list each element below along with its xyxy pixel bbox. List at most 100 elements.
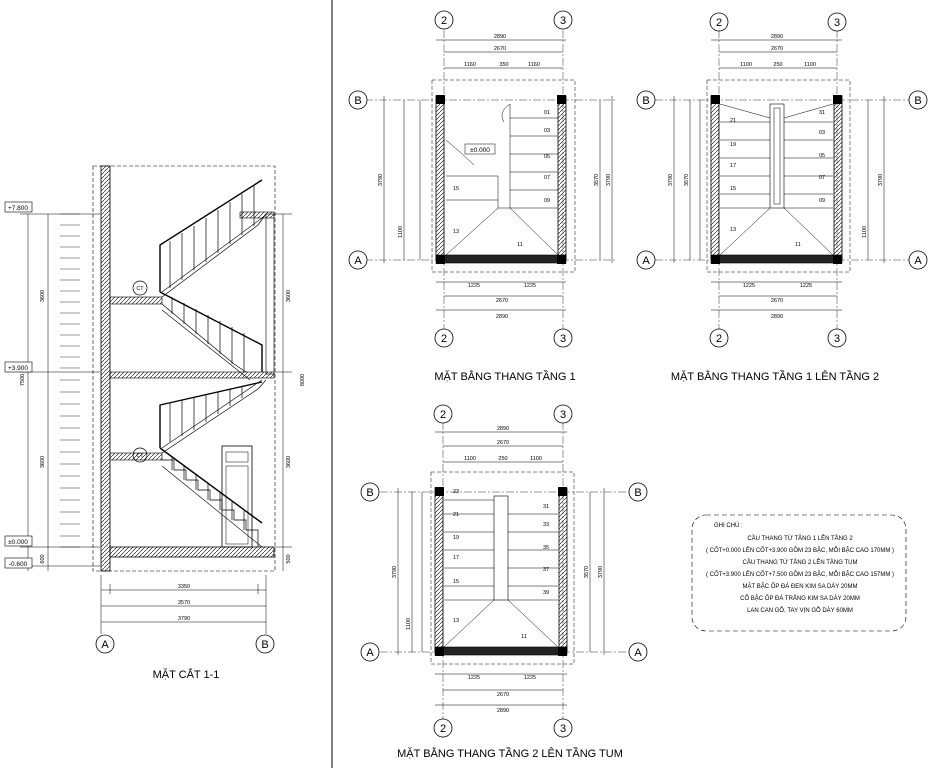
- section-left-wall: [100, 165, 111, 572]
- plan1-axis-A-left: A: [354, 255, 362, 267]
- plan2-step-l5: 13: [730, 227, 736, 233]
- plan-floor-2-to-roof: 23 21 19 17 15 13 31 33 35 37 39 11 2890…: [360, 404, 648, 760]
- plan3-step-r2: 33: [543, 522, 549, 528]
- plan2-dim-top-3: 1100: [740, 62, 752, 68]
- axis-bubble-A-section: [95, 634, 115, 654]
- plan3-step-l6: 13: [453, 618, 459, 624]
- plan1-step-r5: 09: [544, 198, 550, 204]
- plan2-step-r2: 03: [819, 130, 825, 136]
- plan1-dim-bottom-2: 1225: [524, 283, 536, 289]
- plan1-step-l1: 15: [453, 186, 459, 192]
- plan1-axis-3-bottom: 3: [560, 333, 566, 345]
- section-right-wall: [265, 213, 275, 375]
- plan2-dim-bottom-4: 2890: [771, 314, 783, 320]
- plan3-dim-bottom-1: 1225: [468, 675, 480, 681]
- plan2-axis-B-right: B: [914, 95, 921, 107]
- landing-marker-lower: [132, 447, 148, 463]
- plan3-title: MẶT BẰNG THANG TẦNG 2 LÊN TẦNG TUM: [397, 747, 623, 760]
- sec-dim-right-3: 3600: [286, 456, 292, 468]
- plan1-axis-2-top: 2: [441, 15, 447, 27]
- note-line-7: LAN CAN GỖ, TAY VỊN GỖ DÀY 60MM: [747, 607, 853, 614]
- axis-label-B-section: B: [261, 639, 268, 651]
- sec-dim-bottom-3: 3790: [178, 616, 190, 622]
- axis-bubble-B-section: [255, 634, 275, 654]
- landing-1: [109, 452, 163, 461]
- plan2-dim-bottom-3: 2670: [771, 298, 783, 304]
- plan2-dim-side-2: 3570: [684, 174, 690, 186]
- axis-label-A-section: A: [101, 639, 109, 651]
- plan2-axis-2-bottom: 2: [716, 333, 722, 345]
- plan3-step-l4: 17: [453, 555, 459, 561]
- level-3900: +3.900: [8, 365, 28, 372]
- plan2-title: MẶT BẰNG THANG TẦNG 1 LÊN TẦNG 2: [671, 370, 879, 383]
- plan2-axis-A-right: A: [914, 255, 922, 267]
- plan3-dim-bottom-3: 2670: [497, 692, 509, 698]
- plan2-step-r5: 09: [819, 198, 825, 204]
- plan1-axis-A-right: A: [642, 255, 650, 267]
- plan1-step-l2: 13: [453, 229, 459, 235]
- plan3-step-r1: 31: [543, 504, 549, 510]
- plan1-dim-bottom-4: 2890: [496, 314, 508, 320]
- sec-dim-left-3: 3600: [40, 456, 46, 468]
- plan3-step-l3: 19: [453, 535, 459, 541]
- plan1-axis-B-left: B: [354, 95, 361, 107]
- plan2-step-r4: 07: [819, 175, 825, 181]
- plan3-axis-3-top: 3: [560, 409, 566, 421]
- plan3-axis-A-right: A: [634, 647, 642, 659]
- plan3-dim-side-4: 1100: [406, 618, 412, 630]
- sec-dim-bottom-1: 3350: [178, 584, 190, 590]
- handrail-1: [159, 381, 263, 448]
- plan2-axis-3-top: 3: [834, 17, 840, 29]
- plan1-step-r4: 07: [544, 175, 550, 181]
- plan3-step-l2: 21: [453, 512, 459, 518]
- plan1-dim-top-3: 1160: [464, 62, 476, 68]
- level-markers: +7.800 +3.900 ±0.000 -0.600: [4, 201, 33, 569]
- plan-floor-1: ±0.000 01 03 05 07 09 15 13 11 2890 2670…: [348, 10, 656, 383]
- plan1-dim-bottom-1: 1225: [468, 283, 480, 289]
- plan2-dim-top-1: 2890: [771, 34, 783, 40]
- plan2-step-r3: 05: [819, 153, 825, 159]
- landing-2: [109, 296, 163, 305]
- plan1-step-r1: 01: [544, 110, 550, 116]
- plan2-axis-2-top: 2: [716, 17, 722, 29]
- plan3-axis-B-right: B: [634, 487, 641, 499]
- plan2-step-l1: 21: [730, 118, 736, 124]
- plan1-dim-side-3: 3570: [594, 174, 600, 186]
- plan2-dim-bottom-1: 1225: [743, 283, 755, 289]
- plan1-axis-3-top: 3: [560, 15, 566, 27]
- plan2-step-r1: 31: [819, 110, 825, 116]
- plan3-axis-2-top: 2: [440, 409, 446, 421]
- plan3-dim-top-1: 2890: [497, 426, 509, 432]
- sec-dim-bottom-2: 3570: [178, 600, 190, 606]
- plan3-dim-bottom-4: 2890: [497, 708, 509, 714]
- plan2-dim-top-2: 2670: [771, 46, 783, 52]
- plan1-dim-top-1: 2890: [494, 34, 506, 40]
- handrail-2: [159, 447, 263, 524]
- plan3-dim-top-3: 1100: [464, 456, 476, 462]
- plan1-dim-top-4: 350: [499, 62, 508, 68]
- plan1-dim-side-1: 3790: [378, 174, 384, 186]
- plan3-axis-3-bottom: 3: [560, 723, 566, 735]
- plan3-dim-top-5: 1100: [530, 456, 542, 462]
- plan3-step-l1: 23: [453, 489, 459, 495]
- plan2-step-l4: 15: [730, 186, 736, 192]
- door: [221, 445, 253, 548]
- note-line-2: ( CỐT+0.000 LÊN CỐT+3.900 GỒM 23 BẬC, MỖ…: [706, 546, 894, 554]
- floor-slab-3: [239, 211, 275, 219]
- sec-dim-left-4: 600: [40, 554, 46, 563]
- plan2-step-center: 11: [795, 242, 801, 248]
- landing-marker-upper: [132, 280, 148, 296]
- level-7800: +7.800: [8, 205, 28, 212]
- flight-4: [161, 213, 267, 298]
- plan3-axis-B-left: B: [366, 487, 373, 499]
- plan3-step-r3: 35: [543, 545, 549, 551]
- floor-slab-2: [109, 371, 275, 379]
- plan3-dim-bottom-2: 1225: [524, 675, 536, 681]
- plan2-dim-side-4: 1100: [862, 226, 868, 238]
- level-minus-0600: -0.600: [9, 561, 28, 568]
- plan3-axis-A-left: A: [366, 647, 374, 659]
- plan3-dim-side-1: 3790: [392, 566, 398, 578]
- sec-dim-left-2: 7500: [20, 374, 26, 386]
- plan1-dim-side-2: 3790: [606, 174, 612, 186]
